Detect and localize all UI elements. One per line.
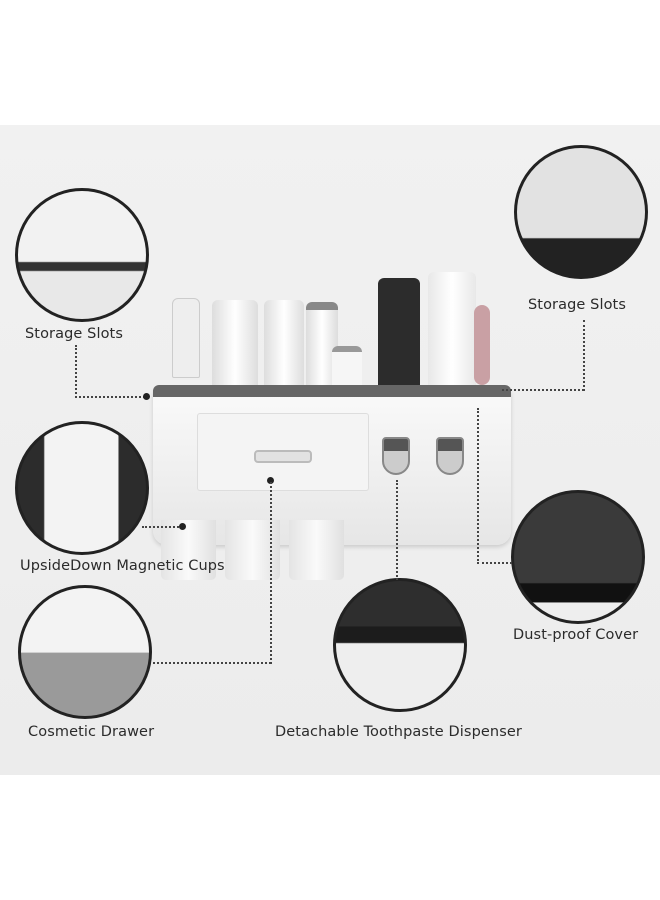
connector-dot [267,477,274,484]
toothpaste-tube [428,272,476,388]
label-storage-slots-right: Storage Slots [528,297,626,313]
storage-slots-detail-left [15,188,149,322]
connector-line [477,562,512,564]
organizer-rim [153,385,511,397]
cosmetic-drawer-detail [18,585,152,719]
connector-line [270,482,272,664]
toothpaste-dispenser-detail [333,578,467,712]
toothpaste-dispenser [436,437,464,475]
magnetic-cups-detail [15,421,149,555]
label-storage-slots-left: Storage Slots [25,326,123,342]
black-tube [378,278,420,388]
connector-line [583,320,585,391]
storage-slots-detail-right [514,145,648,279]
diffuser-bottle [172,298,200,378]
label-magnetic-cups: UpsideDown Magnetic Cups [20,558,225,574]
hairbrush [474,305,490,385]
pump-bottle [212,300,258,388]
connector-dot [143,393,150,400]
dust-proof-cover-detail [511,490,645,624]
connector-line [396,480,398,580]
magnetic-cup [289,520,344,580]
connector-line [75,396,145,398]
label-toothpaste-dispenser: Detachable Toothpaste Dispenser [275,724,522,740]
label-cosmetic-drawer: Cosmetic Drawer [28,724,155,740]
connector-line [75,345,77,398]
connector-line [142,526,182,528]
pump-bottle [264,300,304,388]
connector-line [477,408,479,564]
label-dust-proof-cover: Dust-proof Cover [513,627,639,643]
connector-line [153,662,271,664]
toothpaste-dispenser [382,437,410,475]
connector-dot [179,523,186,530]
magnetic-cup [161,520,216,580]
drawer-handle [254,450,312,463]
jar [332,346,362,388]
connector-line [502,389,584,391]
